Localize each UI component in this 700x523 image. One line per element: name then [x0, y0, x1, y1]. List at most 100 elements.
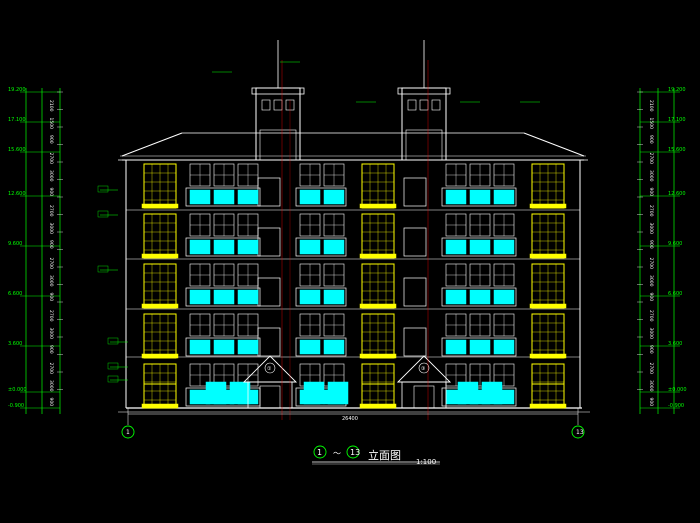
bay-window-ground [531, 383, 565, 407]
balcony-glass [493, 289, 515, 305]
balcony-glass [189, 239, 211, 255]
balcony-glass [469, 289, 491, 305]
stair-window [257, 177, 281, 207]
balcony-rail [295, 337, 347, 357]
balcony-rail [295, 237, 347, 257]
annotation-box [107, 375, 119, 383]
balcony-glass [445, 289, 467, 305]
level-value: 3.600 [668, 341, 682, 347]
dim-value: 3000 [648, 328, 654, 340]
stair-window [257, 277, 281, 307]
dim-value: 2700 [48, 310, 54, 322]
roof-right-slope [523, 132, 585, 157]
level-value: 12.600 [8, 191, 26, 197]
level-value: 3.600 [8, 341, 22, 347]
bay-window-ground [143, 383, 177, 407]
dim-value: 3000 [48, 275, 54, 287]
right-tower [401, 87, 447, 161]
balcony-glass [237, 189, 259, 205]
dim-value: 900 [648, 398, 654, 407]
balcony-rail [441, 337, 517, 357]
right-tower-cap [397, 87, 451, 95]
dim-value: 900 [48, 188, 54, 197]
bay-sill [359, 353, 397, 359]
dim-value: 3000 [648, 223, 654, 235]
dim-value: 900 [648, 188, 654, 197]
dim-value: 3000 [48, 223, 54, 235]
balcony-glass [237, 239, 259, 255]
stair-window [403, 277, 427, 307]
left-tower [255, 87, 301, 161]
entry-marker [264, 362, 276, 374]
balcony-glass [323, 339, 345, 355]
ground-window-cyan [327, 381, 349, 405]
balcony-rail [185, 237, 261, 257]
balcony-rail [295, 187, 347, 207]
stair-window [257, 327, 281, 357]
dim-value: 900 [648, 293, 654, 302]
balcony-rail [185, 187, 261, 207]
bay-sill [141, 353, 179, 359]
dim-value: 1500 [48, 118, 54, 130]
left-tower-win1 [261, 99, 271, 111]
balcony-rail [185, 337, 261, 357]
drawing-title: 立面图 [368, 449, 401, 462]
grid-axis-label: 1 [126, 429, 130, 436]
stair-window [403, 177, 427, 207]
title-grid-sep: ～ [333, 449, 341, 458]
dim-value: 3000 [48, 328, 54, 340]
title-grid-to: 13 [350, 448, 361, 457]
level-value: 6.600 [8, 291, 22, 297]
title-bubble-from [313, 445, 327, 459]
bay-sill [529, 203, 567, 209]
left-tower-panel [259, 129, 297, 161]
level-value: 12.600 [668, 191, 686, 197]
bay-sill [529, 353, 567, 359]
balcony-glass [213, 339, 235, 355]
dim-value: 2700 [648, 363, 654, 375]
dim-value: 2700 [48, 363, 54, 375]
right-tower-win1 [407, 99, 417, 111]
bay-sill [359, 203, 397, 209]
entry-label: ③ [421, 366, 425, 372]
drawing-scale: 1:100 [416, 458, 437, 466]
level-value: -0.900 [668, 403, 684, 409]
dim-value: 900 [48, 240, 54, 249]
bay-sill [529, 303, 567, 309]
dim-value: 2700 [648, 205, 654, 217]
balcony-rail [441, 187, 517, 207]
right-tower-win3 [431, 99, 441, 111]
bay-window-ground [361, 383, 395, 407]
balcony-glass [469, 239, 491, 255]
dim-value: 2100 [48, 100, 54, 112]
level-value: 19.200 [668, 87, 686, 93]
balcony-glass [445, 339, 467, 355]
level-value: 17.100 [8, 117, 26, 123]
dim-value: 900 [648, 240, 654, 249]
balcony-glass [323, 289, 345, 305]
dim-value: 3000 [648, 275, 654, 287]
level-value: 15.600 [8, 147, 26, 153]
dim-value: 900 [48, 345, 54, 354]
dim-value: 2700 [648, 258, 654, 270]
balcony-glass [469, 189, 491, 205]
roof-left-slope [121, 132, 183, 157]
balcony-glass [189, 189, 211, 205]
level-value: 9.600 [668, 241, 682, 247]
balcony-glass [237, 339, 259, 355]
balcony-glass [189, 289, 211, 305]
entry-door [259, 385, 281, 409]
balcony-glass [213, 239, 235, 255]
entry-label: ① [267, 366, 272, 372]
grid-axis-label: 13 [576, 429, 584, 436]
annotation-box [97, 265, 109, 273]
balcony-glass [469, 339, 491, 355]
dim-value: 2700 [48, 205, 54, 217]
balcony-glass [493, 239, 515, 255]
balcony-glass [323, 239, 345, 255]
dim-value: 3000 [648, 170, 654, 182]
title-grid-from: 1 [317, 448, 323, 457]
dim-value: 3000 [648, 380, 654, 392]
